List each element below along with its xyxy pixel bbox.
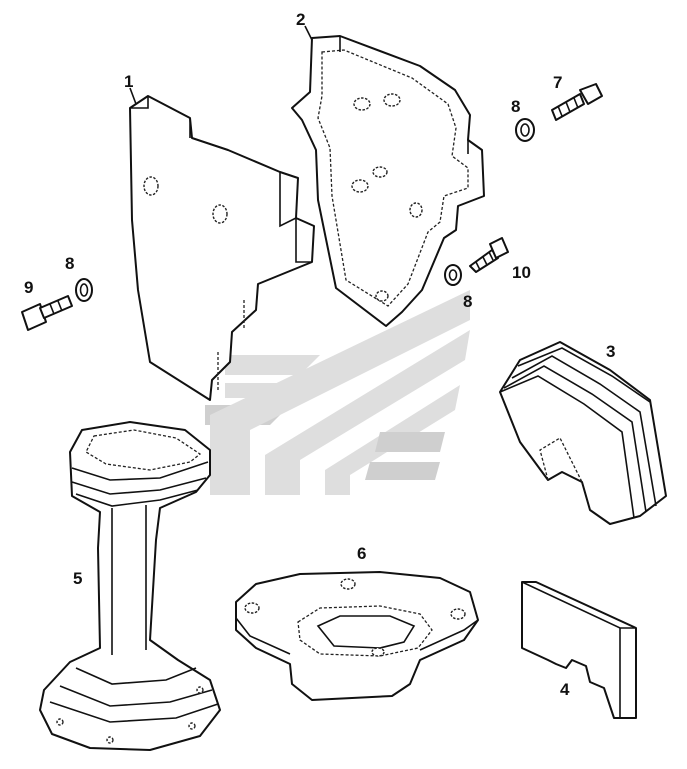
callout-2: 2: [296, 10, 305, 29]
part-8-washer-left: [75, 278, 93, 302]
part-4-block: [521, 581, 637, 719]
part-8-washer-top: [515, 118, 535, 142]
callout-10: 10: [512, 263, 531, 282]
watermark-logo: [205, 290, 470, 495]
callout-8-mid: 8: [463, 292, 472, 311]
callout-8-left: 8: [65, 254, 74, 273]
part-7-bolt: [551, 83, 603, 121]
callout-6: 6: [357, 544, 366, 563]
callout-4: 4: [560, 680, 570, 699]
leader-lines: [129, 25, 313, 105]
callout-9: 9: [24, 278, 33, 297]
callout-1: 1: [124, 72, 133, 91]
callout-labels: 1 2 3 4 5 6 7 8 8 8 9 10: [24, 10, 615, 699]
callout-8-top: 8: [511, 97, 520, 116]
callout-5: 5: [73, 569, 82, 588]
part-5-gear-lever-boot: [39, 421, 221, 751]
part-3-bellows-boot: [499, 341, 667, 525]
part-1-cover-panel: [129, 95, 315, 401]
callout-7: 7: [553, 73, 562, 92]
callout-3: 3: [606, 342, 615, 361]
part-6-base-flange: [235, 571, 479, 701]
part-9-bolt: [21, 295, 73, 331]
part-2-housing-frame: [291, 35, 485, 327]
part-10-bolt: [469, 237, 509, 273]
part-8-washer-mid: [444, 264, 462, 286]
